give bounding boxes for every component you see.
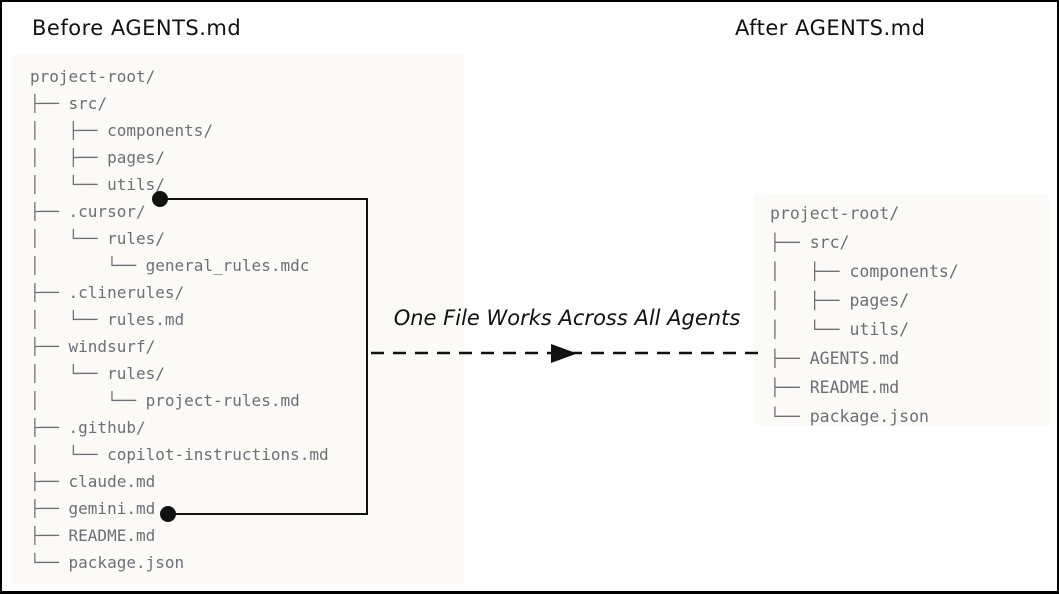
tree-line: project-root/	[770, 204, 900, 223]
tree-line: │ └── copilot-instructions.md	[30, 445, 329, 464]
after-title: After AGENTS.md	[735, 16, 926, 40]
tree-line: │ └── utils/	[30, 175, 165, 194]
tree-line: ├── .cursor/	[30, 202, 146, 221]
arrowhead-icon	[551, 344, 577, 363]
tree-line: ├── README.md	[770, 378, 900, 397]
tree-line: ├── src/	[770, 233, 850, 252]
after-tree-panel: project-root/ ├── src/ │ ├── components/ │ …	[754, 195, 1049, 426]
tree-line: │ └── utils/	[770, 320, 910, 339]
tree-line: ├── claude.md	[30, 472, 156, 491]
connector-label: One File Works Across All Agents	[393, 306, 741, 330]
tree-line: project-root/	[30, 67, 156, 86]
tree-line: ├── src/	[30, 94, 108, 113]
tree-line: └── package.json	[30, 553, 185, 572]
after-file-tree: project-root/ ├── src/ │ ├── components/ │ …	[770, 199, 1049, 431]
tree-line: ├── .clinerules/	[30, 283, 185, 302]
tree-line: │ ├── pages/	[770, 291, 910, 310]
tree-line: │ └── general_rules.mdc	[30, 256, 310, 275]
tree-line: │ └── project-rules.md	[30, 391, 300, 410]
tree-line: ├── AGENTS.md	[770, 349, 900, 368]
tree-line: ├── README.md	[30, 526, 156, 545]
tree-line: │ └── rules/	[30, 364, 165, 383]
tree-line: ├── .github/	[30, 418, 146, 437]
tree-line: ├── gemini.md	[30, 499, 156, 518]
tree-line: ├── windsurf/	[30, 337, 156, 356]
tree-line: │ ├── components/	[770, 262, 959, 281]
tree-line: └── package.json	[770, 407, 929, 426]
before-title: Before AGENTS.md	[32, 16, 242, 40]
tree-line: │ ├── pages/	[30, 148, 165, 167]
tree-line: │ └── rules/	[30, 229, 165, 248]
tree-line: │ ├── components/	[30, 121, 214, 140]
